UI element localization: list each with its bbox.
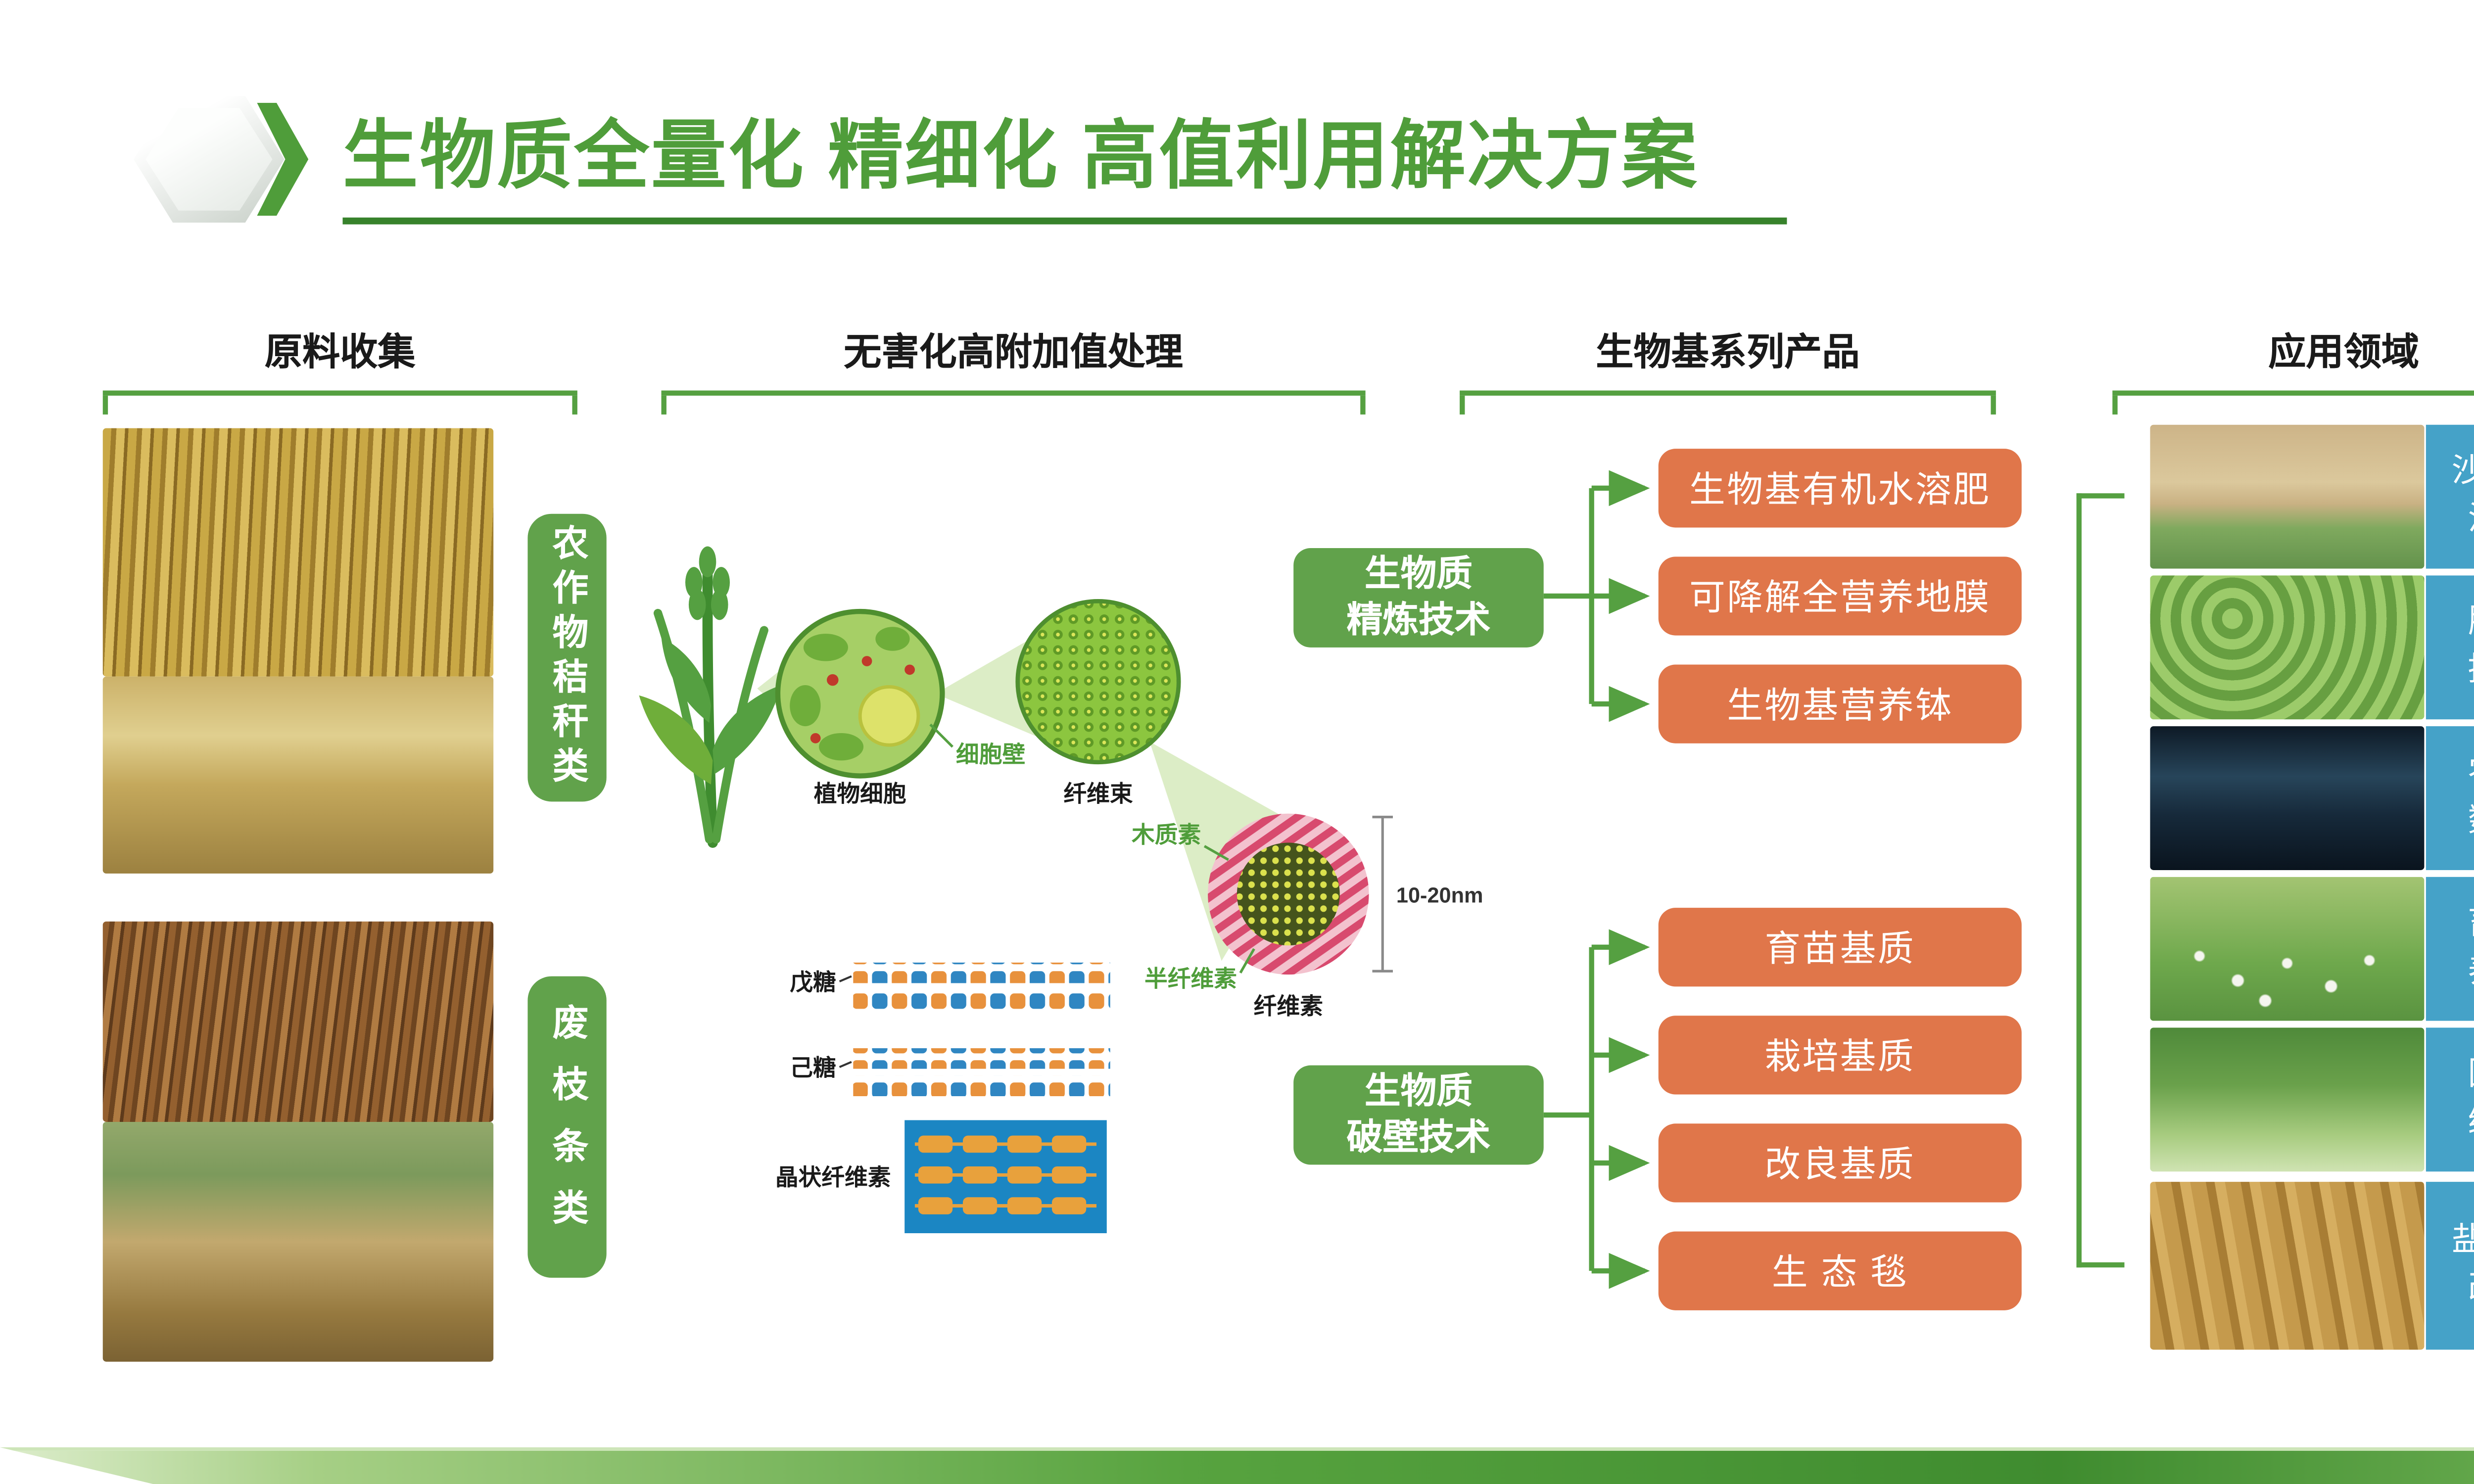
product-nutrition-bowl: 生物基营养钵 — [1658, 664, 2022, 743]
app-label-saline-soil: 盐碱地 改良 — [2426, 1182, 2474, 1350]
lignin-label: 木质素 — [1132, 822, 1201, 848]
hexose-label: 己糖 — [790, 1055, 836, 1080]
plant-cell-label: 植物细胞 — [814, 781, 906, 806]
processing-diagram: 10-20nm 植物细胞 细胞壁 纤维束 木质素 半纤维素 纤维素 戊糖 己糖 — [639, 470, 1650, 1289]
section-header-products: 生物基系列产品 — [1596, 330, 1860, 373]
section-header-applications: 应用领域 — [2268, 330, 2420, 373]
app-label-saline-line2: 改良 — [2452, 1266, 2474, 1313]
section-header-processing: 无害化高附加值处理 — [844, 330, 1183, 373]
label-waste-branches: 废枝条类 — [527, 976, 607, 1278]
photo-agriculture-data-room — [2150, 726, 2425, 870]
hexagon-inner — [145, 108, 273, 211]
fiber-bundle-label: 纤维束 — [1063, 781, 1133, 806]
fiber-bundle-illustration — [1015, 599, 1181, 765]
tech-box-breaking-line1: 生物质 — [1364, 1071, 1473, 1112]
app-label-landscaping-line1: 园林 — [2468, 1053, 2474, 1100]
pentose-label: 戊糖 — [790, 969, 836, 995]
page-title: 生物质全量化 精细化 高值利用解决方案 — [342, 114, 1699, 199]
breaking-connectors — [1543, 929, 1650, 1289]
app-label-agdata-line1: 农业 — [2468, 751, 2474, 798]
product-eco-blanket: 生 态 毯 — [1658, 1231, 2022, 1310]
photo-sheep-grazing — [2150, 877, 2425, 1021]
section-header-raw-materials: 原料收集 — [264, 330, 416, 373]
app-label-livestock: 畜牧 养殖 — [2426, 877, 2474, 1021]
app-label-desert-line2: 治理 — [2452, 497, 2474, 544]
product-improvement-substrate: 改良基质 — [1658, 1123, 2022, 1203]
refining-connectors — [1543, 470, 1650, 722]
pentose-chain-row1 — [853, 962, 1110, 983]
callout-lines — [929, 723, 1255, 974]
app-label-saline-line1: 盐碱地 — [2452, 1218, 2474, 1265]
photo-straw-bales — [102, 676, 494, 874]
app-label-livestock-line2: 养殖 — [2468, 949, 2474, 996]
app-label-fertility: 肥力 提升 — [2426, 575, 2474, 720]
photo-waste-branches — [102, 921, 494, 1122]
hexose-chain-row2 — [853, 1075, 1110, 1096]
app-label-fertility-line1: 肥力 — [2468, 600, 2474, 647]
bracket-products — [1460, 390, 1996, 415]
photo-pruned-vines — [102, 1121, 494, 1362]
footer-bar — [0, 1447, 2474, 1484]
pentose-chain-row2 — [853, 990, 1110, 1011]
product-cultivation-substrate: 栽培基质 — [1658, 1016, 2022, 1095]
app-label-livestock-line1: 畜牧 — [2468, 902, 2474, 949]
bracket-applications — [2112, 390, 2474, 415]
cellulose-illustration — [1208, 813, 1369, 975]
app-label-landscaping: 园林 绿化 — [2426, 1027, 2474, 1172]
photo-desert-control — [2150, 424, 2425, 569]
tech-box-breaking-line2: 破壁技术 — [1346, 1118, 1491, 1158]
tech-box-breaking: 生物质 破壁技术 — [1293, 1065, 1544, 1165]
app-label-agdata-line2: 数据 — [2468, 798, 2474, 845]
hexagon-decoration — [134, 95, 285, 223]
photo-cabbage-field — [2150, 575, 2425, 720]
tech-box-refining: 生物质 精炼技术 — [1293, 548, 1544, 648]
app-label-desert-control: 沙漠化 治理 — [2426, 424, 2474, 569]
hexose-chain-row1 — [853, 1048, 1110, 1069]
app-label-desert-line1: 沙漠化 — [2452, 450, 2474, 497]
crystalline-cellulose-label: 晶状纤维素 — [775, 1164, 891, 1190]
bracket-processing — [661, 390, 1366, 415]
photo-saline-soil — [2150, 1182, 2425, 1350]
seed-head — [685, 546, 730, 620]
cellulose-label: 纤维素 — [1254, 993, 1323, 1019]
plant-cell-illustration — [775, 608, 945, 779]
label-crop-straw: 农作物秸秆类 — [527, 513, 607, 802]
scale-label: 10-20nm — [1396, 884, 1483, 908]
plant-illustration — [639, 546, 781, 848]
photo-garden-greening — [2150, 1027, 2425, 1172]
product-seedling-substrate: 育苗基质 — [1658, 908, 2022, 987]
applications-bracket — [2076, 493, 2125, 1268]
app-label-agriculture-data: 农业 数据 — [2426, 726, 2474, 870]
tech-box-refining-line1: 生物质 — [1364, 554, 1473, 594]
app-label-landscaping-line2: 绿化 — [2468, 1100, 2474, 1147]
title-underline — [342, 217, 1787, 225]
product-water-soluble-fertilizer: 生物基有机水溶肥 — [1658, 449, 2022, 528]
scale-bracket — [1372, 816, 1393, 973]
hemicellulose-label: 半纤维素 — [1144, 966, 1237, 991]
crystalline-chain-units — [918, 1135, 1087, 1214]
product-degradable-mulch-film: 可降解全营养地膜 — [1658, 556, 2022, 636]
app-label-fertility-line2: 提升 — [2468, 648, 2474, 695]
photo-corn-stalks — [102, 428, 494, 677]
bracket-raw-materials — [102, 390, 577, 415]
tech-box-refining-line2: 精炼技术 — [1346, 601, 1491, 641]
cell-wall-label: 细胞壁 — [956, 742, 1025, 767]
